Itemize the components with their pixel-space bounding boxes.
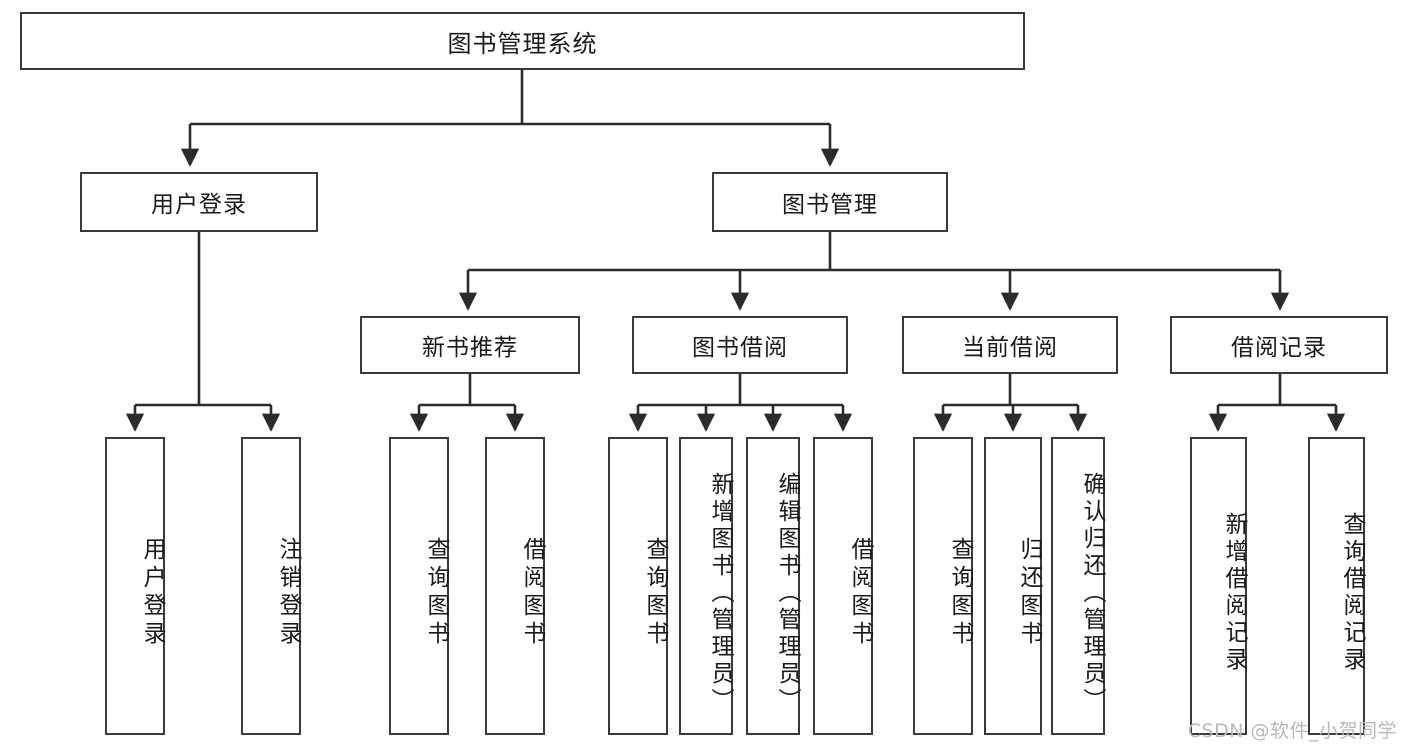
- node-leaf-user-login[interactable]: 用户登录: [105, 437, 165, 735]
- node-borrow-record[interactable]: 借阅记录: [1170, 316, 1388, 374]
- node-leaf-add-record[interactable]: 新增借阅记录: [1190, 437, 1247, 735]
- node-current-borrow-label: 当前借阅: [962, 335, 1058, 361]
- node-new-book-rec[interactable]: 新书推荐: [360, 316, 580, 374]
- node-leaf-return-book[interactable]: 归还图书: [984, 437, 1042, 735]
- node-current-borrow[interactable]: 当前借阅: [902, 316, 1118, 374]
- node-leaf-query-book-1-label: 查询图书: [423, 537, 449, 649]
- watermark-text: CSDN @软件_小贺同学: [1187, 720, 1397, 742]
- node-leaf-borrow-book-2-label: 借阅图书: [847, 537, 873, 649]
- node-leaf-query-record-label: 查询借阅记录: [1339, 512, 1365, 674]
- node-leaf-borrow-book-2[interactable]: 借阅图书: [813, 437, 873, 735]
- node-new-book-rec-label: 新书推荐: [422, 335, 518, 361]
- node-leaf-borrow-book-1-label: 借阅图书: [519, 537, 545, 649]
- node-leaf-query-record[interactable]: 查询借阅记录: [1308, 437, 1365, 735]
- node-book-manage[interactable]: 图书管理: [712, 172, 948, 232]
- node-root[interactable]: 图书管理系统: [20, 12, 1025, 70]
- node-leaf-query-book-3-label: 查询图书: [947, 537, 973, 649]
- node-root-label: 图书管理系统: [447, 29, 598, 58]
- node-leaf-confirm-return[interactable]: 确认归还（管理员）: [1051, 437, 1105, 735]
- node-book-borrow[interactable]: 图书借阅: [632, 316, 848, 374]
- node-leaf-confirm-return-label: 确认归还（管理员）: [1079, 471, 1105, 715]
- node-leaf-borrow-book-1[interactable]: 借阅图书: [485, 437, 545, 735]
- node-leaf-query-book-1[interactable]: 查询图书: [389, 437, 449, 735]
- node-book-borrow-label: 图书借阅: [692, 335, 788, 361]
- node-leaf-logout-label: 注销登录: [275, 537, 301, 649]
- node-leaf-query-book-3[interactable]: 查询图书: [913, 437, 973, 735]
- node-user-login-label: 用户登录: [151, 192, 247, 218]
- node-leaf-query-book-2[interactable]: 查询图书: [608, 437, 668, 735]
- node-leaf-query-book-2-label: 查询图书: [642, 537, 668, 649]
- node-leaf-user-login-label: 用户登录: [139, 537, 165, 649]
- node-leaf-logout[interactable]: 注销登录: [241, 437, 301, 735]
- node-leaf-add-record-label: 新增借阅记录: [1221, 512, 1247, 674]
- node-borrow-record-label: 借阅记录: [1231, 335, 1327, 361]
- node-leaf-return-book-label: 归还图书: [1016, 537, 1042, 649]
- node-book-manage-label: 图书管理: [782, 192, 878, 218]
- node-leaf-edit-book-label: 编辑图书（管理员）: [774, 471, 800, 715]
- node-leaf-add-book-label: 新增图书（管理员）: [707, 471, 733, 715]
- node-leaf-add-book[interactable]: 新增图书（管理员）: [679, 437, 733, 735]
- node-leaf-edit-book[interactable]: 编辑图书（管理员）: [746, 437, 800, 735]
- node-user-login[interactable]: 用户登录: [80, 172, 318, 232]
